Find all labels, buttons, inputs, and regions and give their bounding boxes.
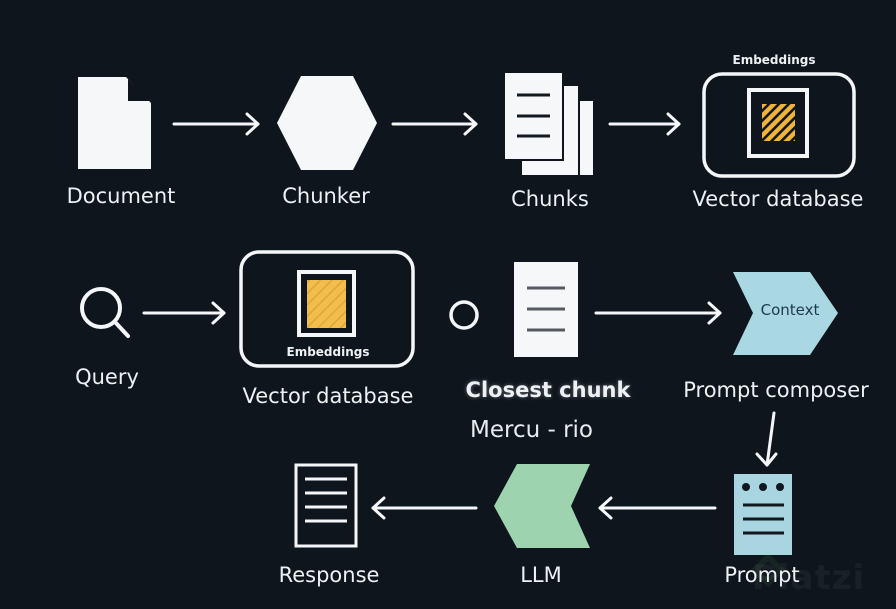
arrow-chunker-to-chunks [391, 112, 478, 136]
document-label: Document [66, 184, 176, 208]
arrow-llm-to-response [371, 496, 478, 520]
similarity-circle-icon [449, 300, 479, 330]
platzi-logo-icon [750, 552, 786, 588]
response-label: Response [278, 563, 380, 587]
arrow-query-to-vector-db [142, 301, 226, 325]
arrow-prompt-to-llm [598, 496, 717, 520]
embedding-vector-swatch [307, 280, 346, 328]
watermark: Platzi [752, 558, 866, 598]
context-label: Context [760, 301, 820, 319]
prompt-composer-label: Prompt composer [683, 378, 869, 402]
closest-chunk-label: Closest chunk [465, 378, 631, 402]
document-lines-icon [514, 262, 578, 357]
chevron-right-icon [733, 272, 838, 355]
prompt-label: Prompt [724, 563, 800, 587]
query-label: Query [75, 365, 139, 389]
llm-label: LLM [520, 563, 562, 587]
caption-text: Mercu - rio [470, 417, 594, 443]
document-icon [78, 77, 151, 169]
hexagon-icon [277, 76, 377, 170]
embeddings-label-bottom: Embeddings [286, 345, 370, 359]
stacked-pages-icon [503, 71, 593, 175]
chevron-left-icon [494, 464, 590, 548]
chunker-label: Chunker [282, 184, 370, 208]
vector-db-bottom-label: Vector database [242, 384, 414, 408]
arrow-document-to-chunker [172, 112, 260, 136]
database-embeddings-icon [702, 72, 856, 178]
prompt-doc-icon [734, 474, 792, 555]
search-icon [80, 287, 130, 338]
response-doc-icon [294, 463, 358, 548]
chunks-label: Chunks [511, 187, 589, 211]
arrow-closest-chunk-to-composer [594, 301, 722, 325]
database-embeddings-icon [239, 250, 415, 368]
embedding-vector-swatch [762, 104, 795, 141]
arrow-composer-to-prompt [755, 411, 778, 467]
arrow-chunks-to-vector-db [608, 112, 681, 136]
vector-db-top-label: Vector database [692, 187, 864, 211]
embeddings-label-top: Embeddings [732, 53, 816, 67]
